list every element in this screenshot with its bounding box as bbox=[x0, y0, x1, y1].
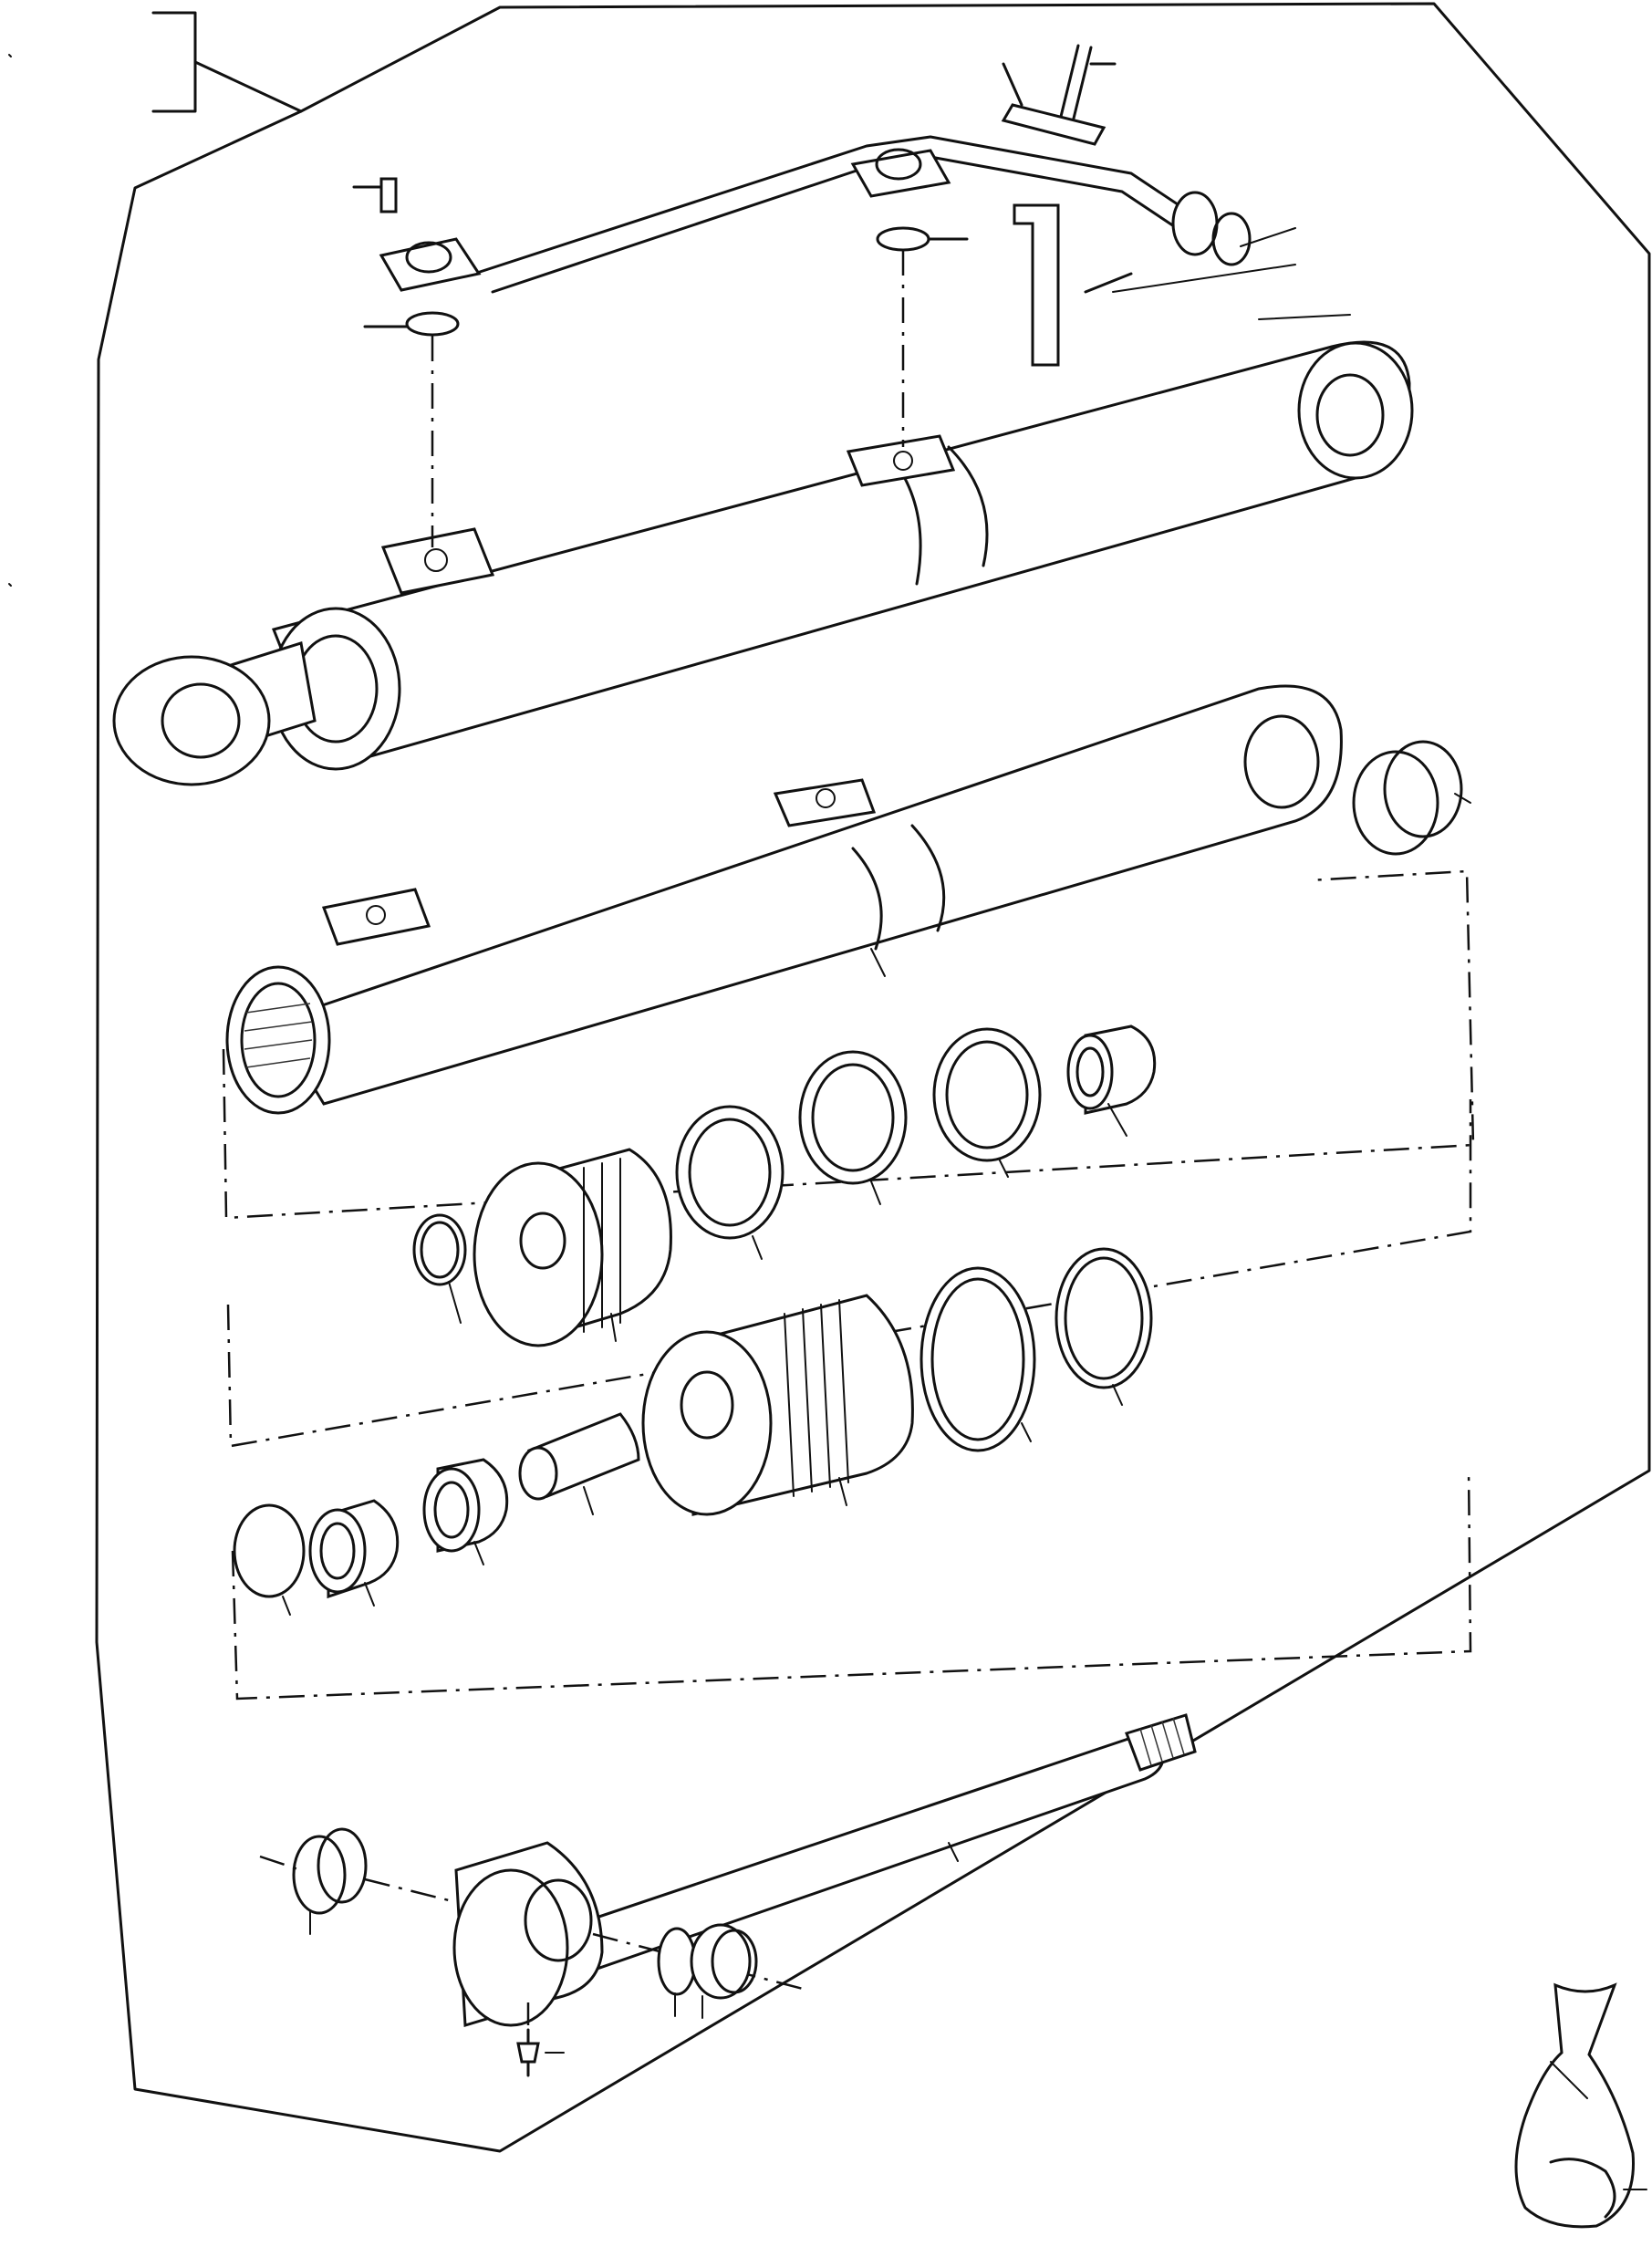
grease-nipple bbox=[516, 2002, 565, 2077]
cylinder-barrel bbox=[225, 684, 1343, 1115]
pipe-fasteners bbox=[352, 44, 1351, 547]
group-box-3 bbox=[231, 1468, 1472, 1701]
barrel-bushing bbox=[1352, 740, 1471, 856]
assembled-cylinder bbox=[112, 340, 1414, 786]
rod-bushings bbox=[259, 1827, 758, 2019]
scan-mark bbox=[8, 583, 12, 587]
index-bracket bbox=[151, 11, 303, 113]
assembly-boundary bbox=[95, 2, 1651, 2153]
scan-mark bbox=[8, 54, 12, 57]
hydraulic-pipe bbox=[379, 135, 1252, 294]
piston-rod bbox=[452, 1713, 1197, 2027]
row1-seals bbox=[412, 1024, 1157, 1347]
row2-piston bbox=[233, 1247, 1153, 1616]
seal-kit-bag-icon bbox=[1514, 1982, 1647, 2229]
group-box-1 bbox=[222, 869, 1475, 1220]
